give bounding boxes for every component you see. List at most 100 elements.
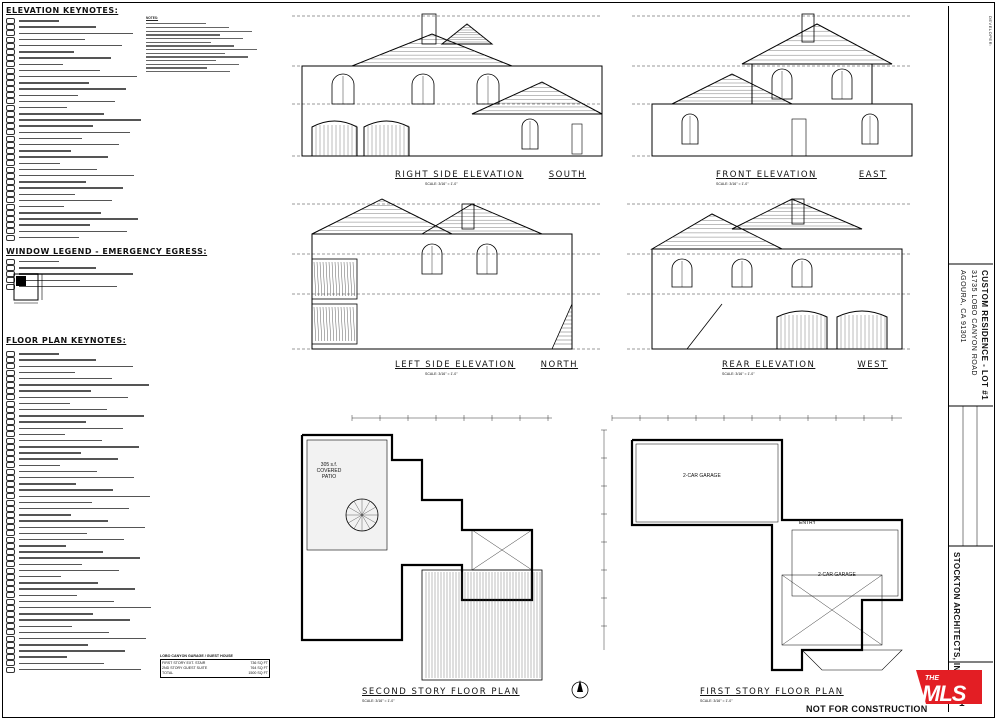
keynote-line bbox=[6, 191, 266, 198]
notes-title: NOTES: bbox=[146, 16, 159, 20]
roof bbox=[741, 23, 893, 65]
keynote-line bbox=[6, 258, 266, 265]
project-address: 31735 LOBO CANYON ROAD bbox=[970, 270, 977, 376]
keynote-line bbox=[6, 518, 151, 525]
keynote-line bbox=[6, 400, 151, 407]
front-elevation bbox=[632, 13, 913, 157]
second-story-plan bbox=[300, 415, 589, 699]
garage-a-room bbox=[635, 443, 779, 523]
arched-window bbox=[476, 73, 500, 105]
arched-window bbox=[671, 258, 693, 288]
roof bbox=[731, 198, 863, 230]
keynote-line bbox=[6, 381, 151, 388]
keynote-line bbox=[6, 185, 266, 192]
garage-door bbox=[363, 120, 410, 156]
not-for-construction: NOT FOR CONSTRUCTION bbox=[806, 704, 928, 714]
keynote-line bbox=[6, 117, 266, 123]
chimney bbox=[421, 13, 437, 45]
keynote-line bbox=[6, 166, 266, 173]
wall-outline bbox=[651, 103, 913, 157]
roof bbox=[351, 33, 513, 67]
arched-window bbox=[421, 243, 443, 275]
developer-label-top: DEVELOPER: bbox=[988, 16, 993, 47]
front-scale: SCALE: 3/16" = 1'-0" bbox=[716, 182, 749, 186]
chimney bbox=[791, 198, 805, 225]
keynote-line bbox=[6, 499, 151, 506]
arched-window bbox=[521, 118, 539, 150]
keynote-line bbox=[6, 92, 266, 99]
arched-window bbox=[861, 113, 879, 145]
keynote-line bbox=[6, 135, 266, 142]
keynote-line bbox=[6, 363, 151, 370]
title-block: CUSTOM RESIDENCE - LOT #1 31735 LOBO CAN… bbox=[948, 6, 993, 712]
rear-elevation-title: REAR ELEVATION WEST bbox=[722, 360, 888, 370]
keynote-line bbox=[6, 141, 266, 148]
keynote-line bbox=[6, 493, 151, 500]
left-side-elevation bbox=[292, 198, 602, 350]
right-side-elevation-title: RIGHT SIDE ELEVATION SOUTH bbox=[395, 170, 587, 180]
keynote-line bbox=[6, 98, 266, 105]
roof bbox=[650, 213, 783, 250]
elevations-drawing bbox=[292, 13, 913, 350]
keynote-line bbox=[6, 222, 266, 229]
keynote-line bbox=[6, 654, 151, 661]
keynote-line bbox=[6, 209, 266, 216]
keynote-line bbox=[6, 666, 151, 673]
keynote-line bbox=[6, 394, 151, 401]
title-block-grid bbox=[949, 263, 993, 663]
first-story-scale: SCALE: 3/16" = 1'-0" bbox=[700, 699, 733, 703]
keynote-line bbox=[6, 604, 151, 611]
keynote-line bbox=[6, 123, 266, 130]
keynote-line bbox=[6, 511, 151, 518]
keynote-line bbox=[6, 172, 266, 179]
shutter-window bbox=[311, 258, 358, 300]
keynote-line bbox=[6, 567, 151, 574]
keynote-line bbox=[6, 480, 151, 487]
floor-plan-keynote-list bbox=[6, 351, 151, 673]
garage-door bbox=[836, 310, 888, 349]
keynote-line bbox=[6, 36, 266, 43]
exterior-stair bbox=[686, 303, 723, 350]
left-side-scale: SCALE: 3/16" = 1'-0" bbox=[425, 372, 458, 376]
garage-b-label: 2-CAR GARAGE bbox=[818, 572, 856, 578]
keynote-line bbox=[6, 598, 151, 605]
floor-plan-keynotes-title: FLOOR PLAN KEYNOTES: bbox=[6, 336, 127, 345]
keynote-line bbox=[6, 555, 151, 562]
keynote-line bbox=[6, 648, 151, 654]
keynote-line bbox=[6, 573, 151, 580]
keynote-line bbox=[6, 388, 151, 395]
keynote-line bbox=[6, 474, 151, 481]
keynote-line bbox=[6, 197, 266, 204]
roof-below-first bbox=[781, 574, 883, 646]
keynote-line bbox=[6, 42, 266, 49]
keynote-line bbox=[6, 154, 266, 161]
arched-window bbox=[476, 243, 498, 275]
arched-window bbox=[831, 68, 853, 100]
keynote-line bbox=[6, 617, 151, 624]
second-story-scale: SCALE: 3/16" = 1'-0" bbox=[362, 699, 395, 703]
keynote-line bbox=[6, 61, 266, 68]
keynote-line bbox=[6, 641, 151, 648]
window-legend-list bbox=[6, 258, 266, 290]
elevation-keynote-list bbox=[6, 18, 266, 241]
balcony-deck bbox=[421, 569, 543, 681]
chimney bbox=[801, 13, 815, 43]
keynote-line bbox=[6, 456, 151, 463]
first-story-plan-title: FIRST STORY FLOOR PLAN bbox=[700, 687, 844, 697]
keynote-line bbox=[6, 462, 151, 469]
keynote-line bbox=[6, 73, 266, 80]
entry-label: ENTRY bbox=[799, 520, 816, 526]
right-side-elevation bbox=[292, 13, 603, 157]
garage-b-room bbox=[791, 529, 899, 597]
floor-plans-drawing bbox=[300, 415, 904, 699]
keynote-line bbox=[6, 437, 151, 444]
shutter-window bbox=[311, 303, 358, 345]
svg-text:THE: THE bbox=[925, 675, 939, 682]
keynote-line bbox=[6, 406, 151, 413]
keynote-line bbox=[6, 86, 266, 93]
front-elevation-title: FRONT ELEVATION EAST bbox=[716, 170, 887, 180]
first-story-plan bbox=[601, 415, 904, 672]
keynote-line bbox=[6, 425, 151, 432]
arched-window bbox=[771, 68, 793, 100]
